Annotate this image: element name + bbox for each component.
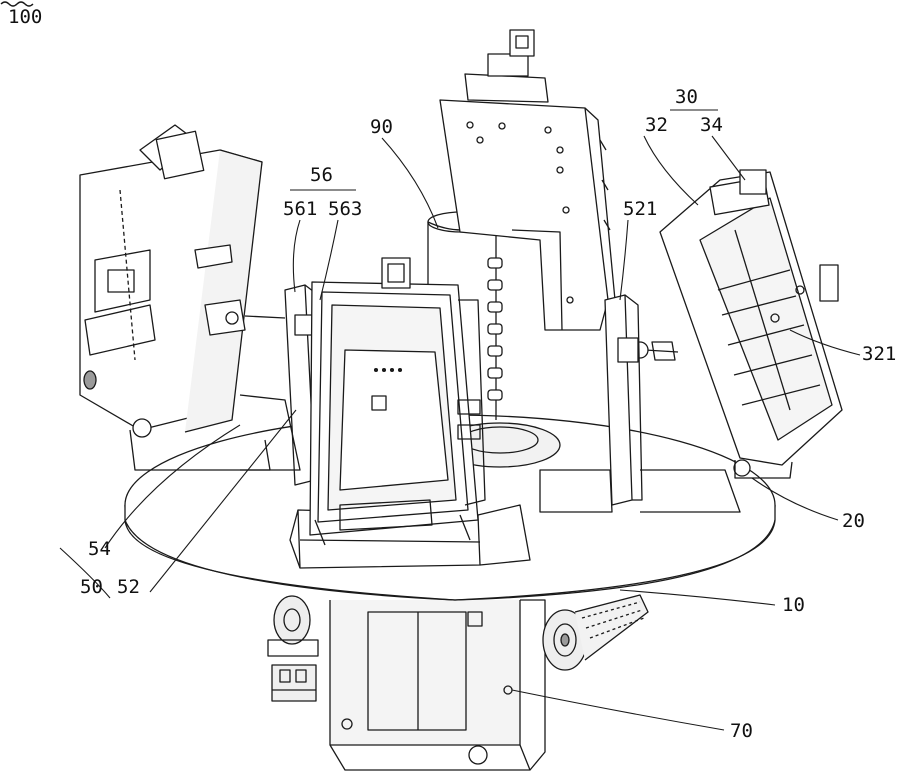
label-10: 10 <box>782 596 805 615</box>
label-90: 90 <box>370 118 393 137</box>
label-50: 50 <box>80 578 103 597</box>
label-56: 56 <box>310 166 333 185</box>
label-54: 54 <box>88 540 111 559</box>
label-521: 521 <box>623 200 657 219</box>
left-station <box>80 125 285 470</box>
label-30: 30 <box>675 88 698 107</box>
label-563: 563 <box>328 200 362 219</box>
label-20: 20 <box>842 512 865 531</box>
label-34: 34 <box>700 116 723 135</box>
right-station <box>632 170 842 478</box>
label-561: 561 <box>283 200 317 219</box>
back-station <box>440 30 615 330</box>
label-70: 70 <box>730 722 753 741</box>
label-32: 32 <box>645 116 668 135</box>
label-52: 52 <box>117 578 140 597</box>
base-stand <box>268 595 648 770</box>
label-321: 321 <box>862 345 896 364</box>
